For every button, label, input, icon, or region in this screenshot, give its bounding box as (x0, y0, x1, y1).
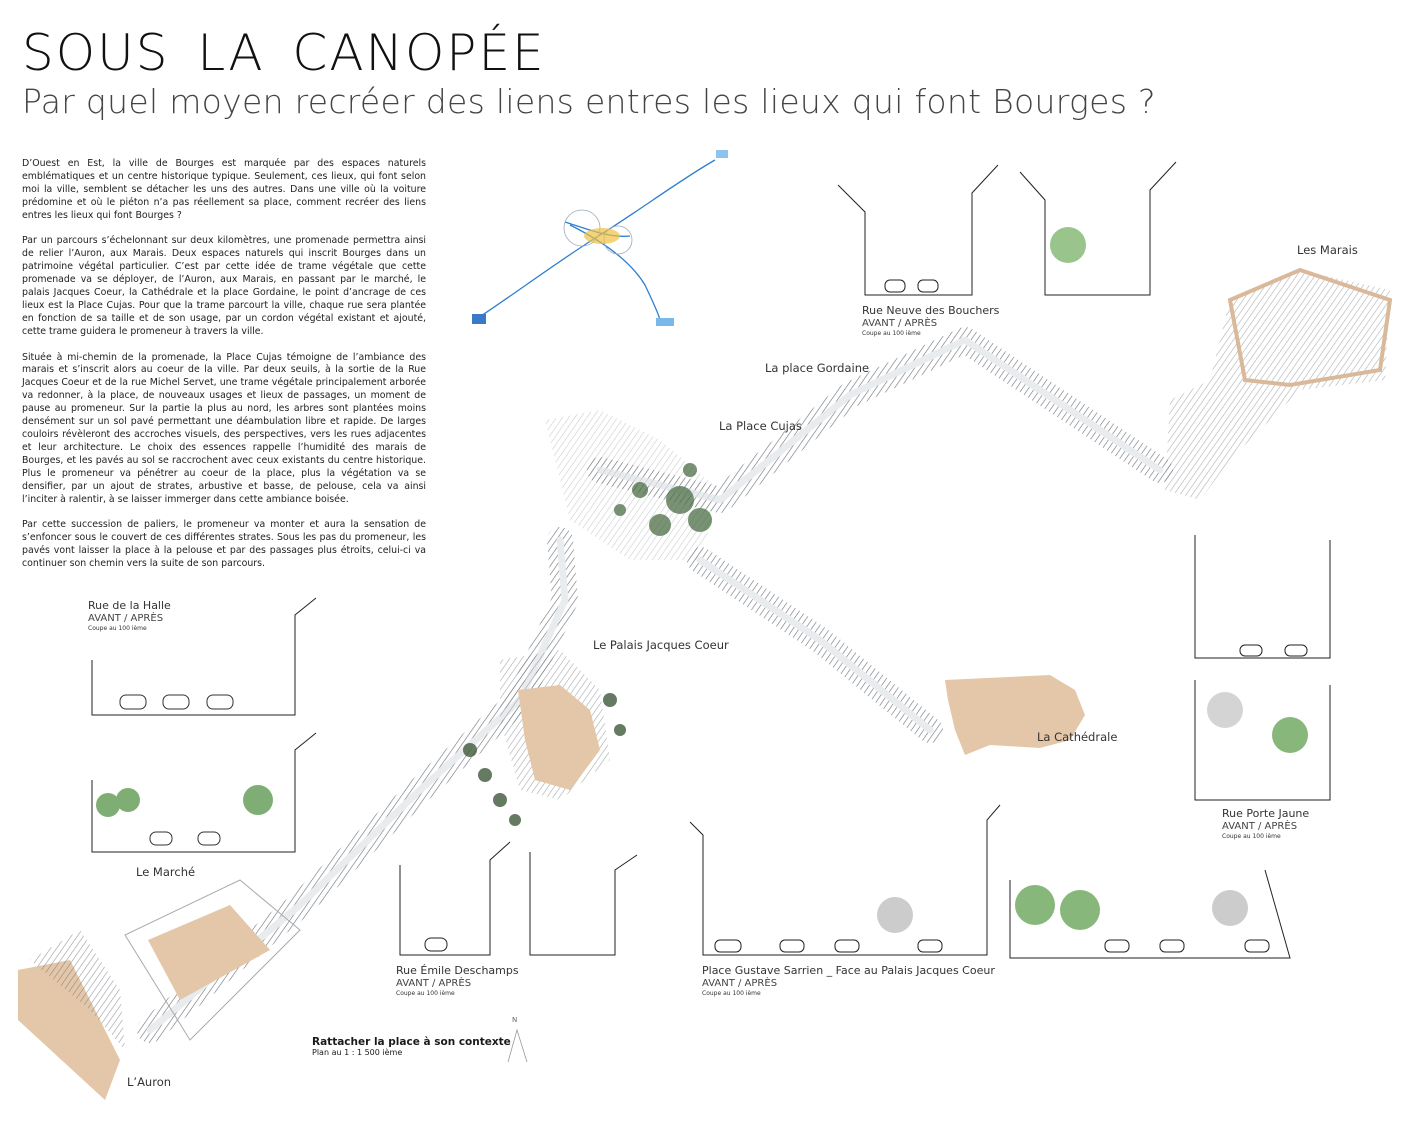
section-rue-neuve-des-bouchers (837, 161, 1177, 296)
poster-title: SOUS LA CANOPÉE (22, 24, 546, 82)
concept-sketch (472, 150, 728, 326)
plan-scale: Plan au 1 : 1 500 ième (312, 1048, 403, 1057)
body-text: D’Ouest en Est, la ville de Bourges est … (22, 158, 426, 584)
palais-area (463, 650, 626, 826)
poster-subtitle: Par quel moyen recréer des liens entres … (22, 82, 1156, 121)
section-caption: Rue Émile Deschamps AVANT / APRÈS Coupe … (396, 964, 519, 998)
section-subtitle: AVANT / APRÈS (1222, 821, 1298, 832)
section-title: Rue Porte Jaune (1222, 807, 1310, 820)
section-caption: Rue de la Halle AVANT / APRÈS Coupe au 1… (88, 599, 171, 633)
section-subtitle: AVANT / APRÈS (862, 318, 938, 329)
section-scale: Coupe au 100 ième (862, 330, 921, 337)
section-title: Rue de la Halle (88, 599, 171, 612)
marais-area (1165, 267, 1393, 500)
section-subtitle: AVANT / APRÈS (88, 613, 164, 624)
paragraph: Par un parcours s’échelonnant sur deux k… (22, 235, 426, 337)
section-subtitle: AVANT / APRÈS (702, 978, 778, 989)
section-place-gustave-sarrien (689, 804, 1291, 959)
label-cathedrale: La Cathédrale (1037, 730, 1118, 744)
plan-caption: Rattacher la place à son contexte Plan a… (312, 1036, 511, 1057)
marche-area (124, 879, 301, 1041)
section-rue-porte-jaune (1194, 535, 1331, 801)
paragraph: D’Ouest en Est, la ville de Bourges est … (22, 158, 426, 221)
section-title: Rue Neuve des Bouchers (862, 304, 1000, 317)
section-rue-emile-deschamps (399, 841, 638, 956)
label-place-cujas: La Place Cujas (719, 419, 802, 433)
section-caption: Place Gustave Sarrien _ Face au Palais J… (702, 964, 995, 998)
section-title: Rue Émile Deschamps (396, 964, 519, 977)
section-title: Place Gustave Sarrien _ Face au Palais J… (702, 964, 995, 977)
label-marche: Le Marché (136, 865, 196, 879)
auron-area (18, 930, 125, 1100)
section-rue-de-la-halle (91, 597, 317, 853)
section-caption: Rue Porte Jaune AVANT / APRÈS Coupe au 1… (1222, 807, 1309, 841)
paragraph: Située à mi-chemin de la promenade, la P… (22, 351, 426, 505)
label-les-marais: Les Marais (1297, 243, 1358, 257)
section-caption: Rue Neuve des Bouchers AVANT / APRÈS Cou… (862, 304, 999, 338)
section-scale: Coupe au 100 ième (396, 990, 455, 997)
cathedral-footprint (945, 675, 1085, 755)
label-place-gordaine: La place Gordaine (765, 361, 870, 375)
cujas-area (545, 410, 720, 560)
label-palais-jacques-coeur: Le Palais Jacques Coeur (593, 638, 729, 652)
plan-title: Rattacher la place à son contexte (312, 1036, 511, 1048)
north-label: N (512, 1016, 518, 1024)
section-subtitle: AVANT / APRÈS (396, 978, 472, 989)
paragraph: Par cette succession de paliers, le prom… (22, 519, 426, 570)
north-arrow-icon (507, 1028, 528, 1063)
label-auron: L’Auron (127, 1075, 172, 1089)
section-scale: Coupe au 100 ième (702, 990, 761, 997)
section-scale: Coupe au 100 ième (88, 625, 147, 632)
section-scale: Coupe au 100 ième (1222, 833, 1281, 840)
